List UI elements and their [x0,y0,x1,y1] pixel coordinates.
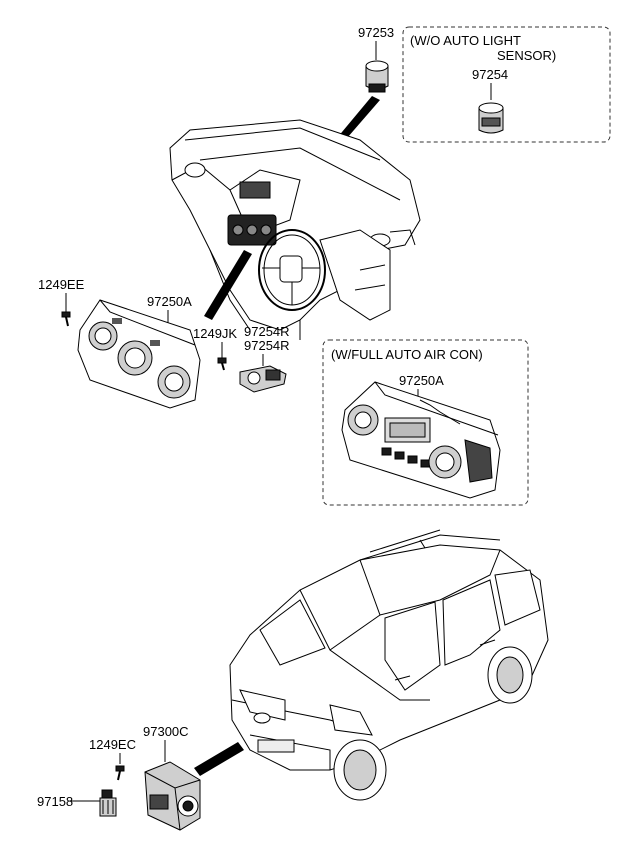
vehicle-illustration [229,529,549,801]
callout-97250A-auto: 97250A [399,373,444,388]
callout-97253: 97253 [358,25,394,40]
in-car-sensor-97254R [239,365,287,393]
screw-1249JK [217,357,227,371]
option-label-full-auto-air: (W/FULL AUTO AIR CON) [331,347,483,362]
option-label-auto-light-1: (W/O AUTO LIGHT [410,33,521,48]
pointer-wedge-bottom [194,742,244,776]
heater-control-manual-97250A [77,299,201,409]
callout-97254: 97254 [472,67,508,82]
option-box-auto-light [402,26,611,143]
auto-light-sensor-97253 [365,60,389,93]
callout-97300C: 97300C [143,724,189,739]
screw-1249EC [115,765,125,781]
callout-1249JK: 1249JK [193,326,237,341]
pointer-wedge-middle [204,250,252,320]
callout-1249EC: 1249EC [89,737,136,752]
actuator-module-97300C [144,761,201,831]
sensor-97158 [99,789,117,817]
callout-97250A-manual: 97250A [147,294,192,309]
photo-sensor-97254 [478,102,504,134]
screw-1249EE [61,311,71,327]
callout-97158: 97158 [37,794,73,809]
heater-control-auto-97250A [341,381,501,499]
callout-1249EE: 1249EE [38,277,85,292]
callout-97254R-1: 97254R [244,324,290,339]
option-label-auto-light-2: SENSOR) [497,48,556,63]
callout-97254R-2: 97254R [244,338,290,353]
dashboard-illustration [169,119,421,340]
